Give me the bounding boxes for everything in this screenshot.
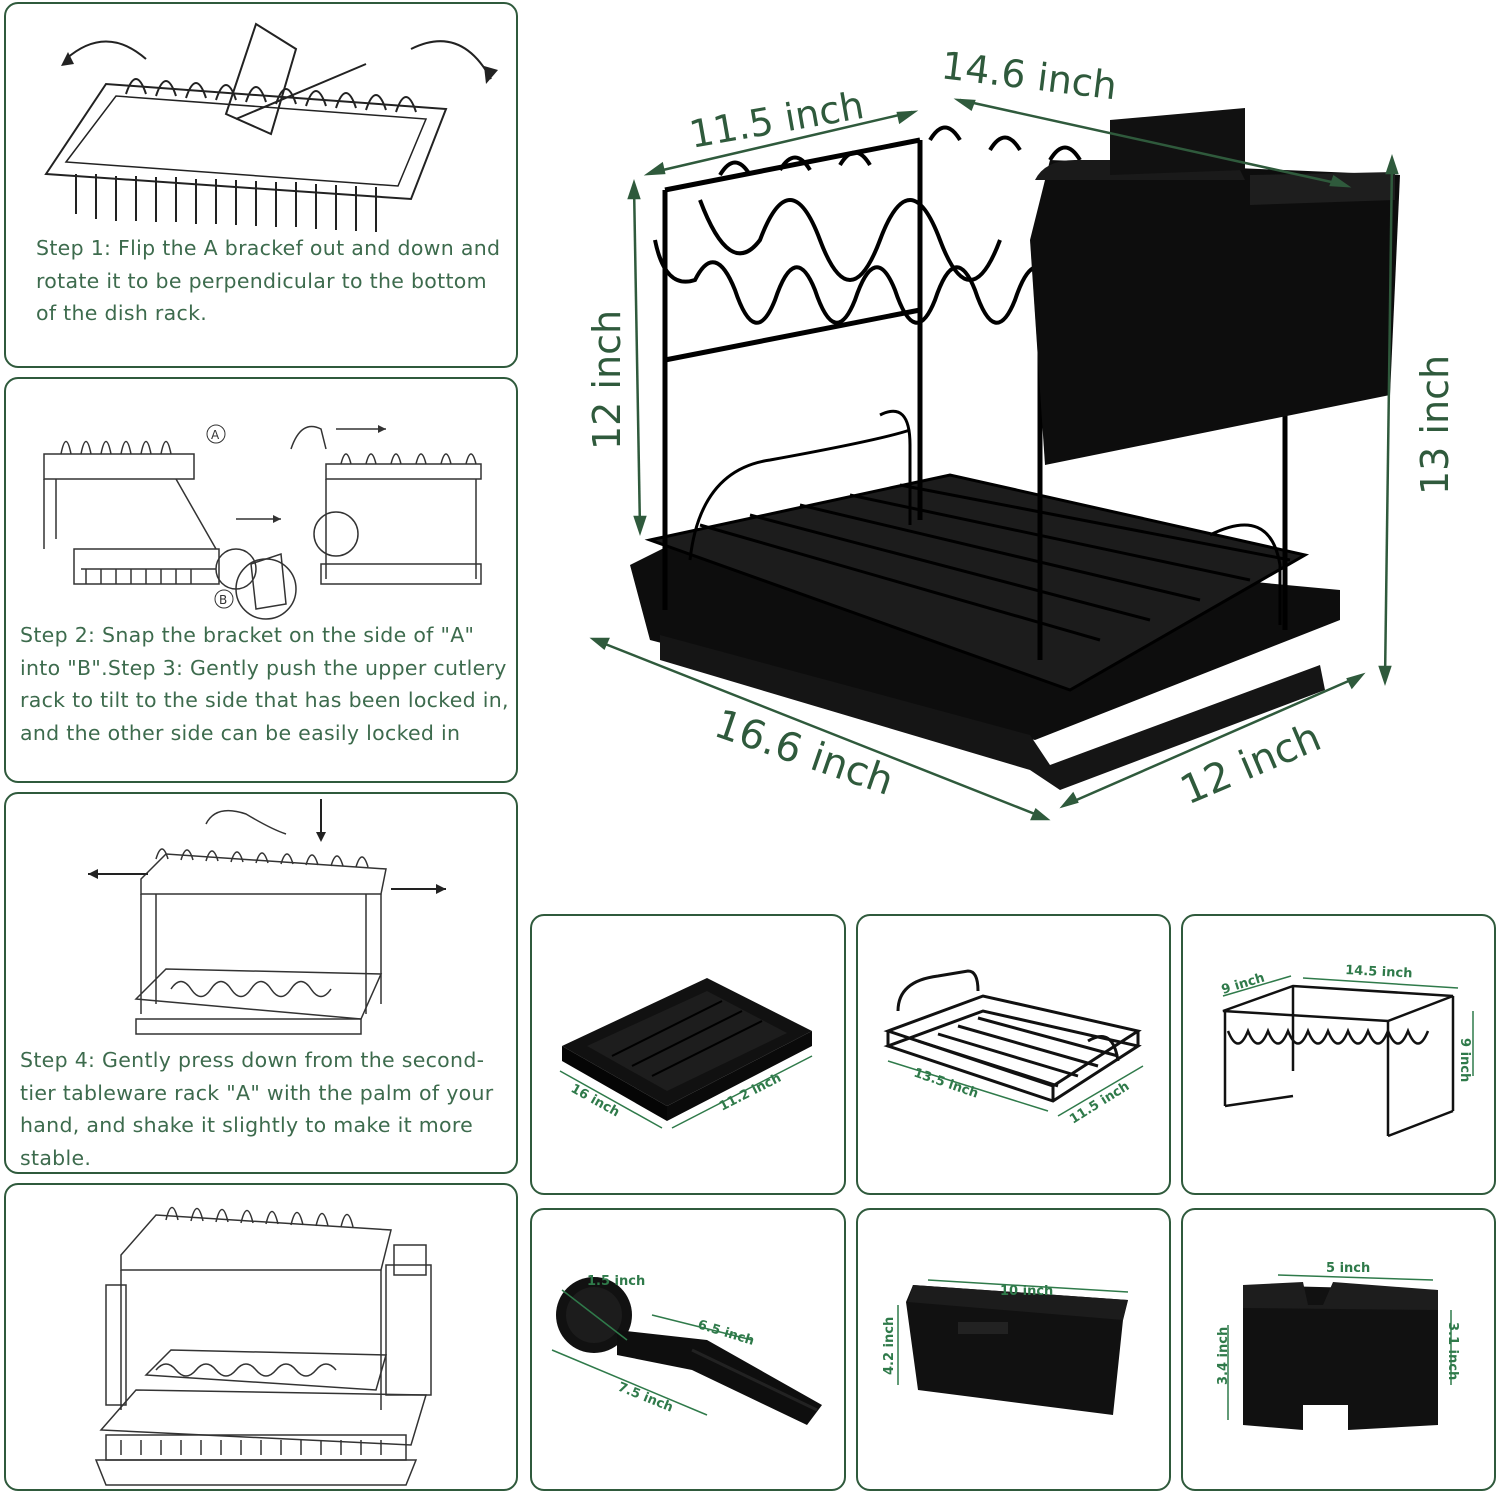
step4-text: Step 4: Gently press down from the secon… (20, 1048, 494, 1170)
bottom-basket (644, 473, 1310, 692)
drip-tray-part: 16 inch 11.2 inch (559, 978, 813, 1129)
step1-panel: Step 1: Flip the A brackef out and down … (4, 2, 518, 368)
part4-dim3: 7.5 inch (616, 1380, 676, 1416)
part4-dim1: 1.5 inch (587, 1274, 645, 1289)
label-a: A (211, 428, 220, 442)
main-product-figure: 11.5 inch 14.6 inch 12 inch 13 inch 16.6… (585, 43, 1457, 821)
part-knife-holder-panel: 5 inch 3.4 inch 3.1 inch (1181, 1208, 1496, 1491)
cup-holder (1030, 160, 1400, 465)
step2-illustration: A B (43, 424, 482, 620)
dim-right-height: 13 inch (1413, 355, 1457, 495)
part6-dim2: 3.4 inch (1216, 1327, 1231, 1385)
part2-dim1: 13.5 inch (912, 1066, 980, 1102)
assembled-panel (4, 1183, 518, 1491)
dim-top-right: 14.6 inch (939, 43, 1119, 108)
part-cup-holder-panel: 10 inch 4.2 inch (856, 1208, 1171, 1491)
knife-holder (1110, 108, 1245, 175)
part5-dim1: 10 inch (1000, 1284, 1053, 1299)
step2-text: Step 2: Snap the bracket on the side of … (20, 623, 509, 745)
part5-dim2: 4.2 inch (882, 1317, 897, 1375)
dim-top-left: 11.5 inch (686, 83, 867, 157)
step1-text: Step 1: Flip the A brackef out and down … (36, 236, 501, 325)
spout-part: 1.5 inch 6.5 inch 7.5 inch (551, 1274, 822, 1425)
part-bottom-rack-panel: 13.5 inch 11.5 inch (856, 914, 1171, 1195)
dim-left-height: 12 inch (585, 310, 629, 450)
label-b: B (219, 593, 227, 607)
part6-dim3: 3.1 inch (1445, 1322, 1460, 1380)
step2-panel: A B Step 2: Snap the bracket on the side… (4, 377, 518, 783)
part6-dim1: 5 inch (1326, 1261, 1370, 1276)
step4-illustration (88, 799, 446, 1035)
knife-holder-part: 5 inch 3.4 inch 3.1 inch (1216, 1261, 1460, 1430)
step4-panel: Step 4: Gently press down from the secon… (4, 792, 518, 1174)
bottom-rack-part: 13.5 inch 11.5 inch (883, 969, 1144, 1127)
cup-holder-part: 10 inch 4.2 inch (882, 1279, 1129, 1415)
top-rack-part: 9 inch 14.5 inch 9 inch (1220, 963, 1474, 1138)
part-spout-panel: 1.5 inch 6.5 inch 7.5 inch (530, 1208, 846, 1491)
part-drip-tray-panel: 16 inch 11.2 inch (530, 914, 846, 1195)
part3-dim2: 14.5 inch (1345, 963, 1413, 982)
step1-illustration (44, 22, 498, 232)
part3-dim1: 9 inch (1220, 971, 1267, 998)
part-top-rack-panel: 9 inch 14.5 inch 9 inch (1181, 914, 1496, 1195)
part3-dim3: 9 inch (1457, 1038, 1472, 1082)
assembled-illustration (94, 1206, 432, 1486)
